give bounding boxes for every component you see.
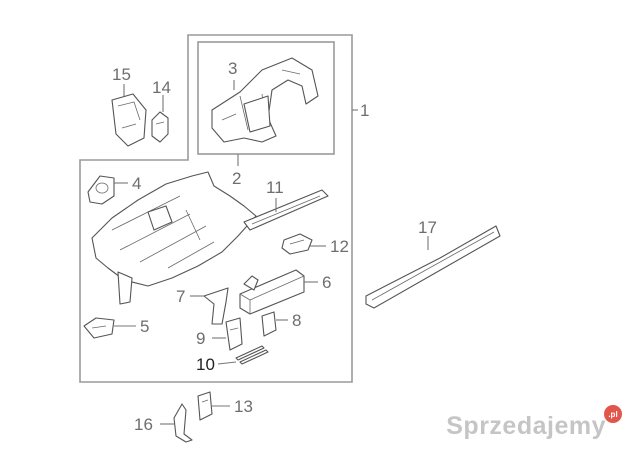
callout-17: 17: [418, 218, 437, 237]
callout-7: 7: [176, 287, 185, 306]
part-14-clip: [151, 111, 169, 143]
callout-6: 6: [322, 273, 331, 292]
part-4-cup-bracket: [87, 175, 115, 205]
part-17-sill: [365, 225, 501, 309]
part-5-plate: [83, 317, 115, 339]
callout-8: 8: [292, 311, 301, 330]
part-6-box-section: [239, 269, 305, 315]
callout-12: 12: [330, 237, 349, 256]
callout-11: 11: [266, 178, 284, 197]
callout-5: 5: [140, 317, 149, 336]
part-9-bracket: [225, 317, 243, 351]
watermark-text: Sprzedajemy: [446, 412, 606, 440]
callout-9: 9: [196, 329, 205, 348]
callout-13: 13: [234, 397, 253, 416]
callout-3: 3: [228, 59, 237, 78]
part-1-side-member: [91, 171, 257, 305]
part-7-bracket: [203, 287, 229, 325]
leader-lines: [114, 80, 429, 425]
callout-1: 1: [360, 101, 369, 120]
part-16-bracket: [173, 403, 193, 443]
part-8-bracket: [261, 311, 277, 337]
part-15-bracket: [111, 93, 147, 147]
part-11-rail: [243, 189, 329, 231]
assembly-frame: [79, 34, 353, 383]
watermark-badge: .pl: [604, 405, 622, 423]
callout-2: 2: [232, 169, 241, 188]
part-12-plate: [281, 233, 313, 255]
subassembly-frame: [197, 41, 335, 155]
callout-4: 4: [132, 174, 141, 193]
callout-14: 14: [152, 78, 171, 97]
part-3-strut-tower: [211, 57, 319, 143]
callout-15: 15: [112, 65, 131, 84]
callout-16: 16: [134, 415, 153, 434]
part-10-rods: [235, 345, 269, 365]
callout-10: 10: [196, 355, 215, 374]
part-13-bracket: [197, 391, 213, 421]
